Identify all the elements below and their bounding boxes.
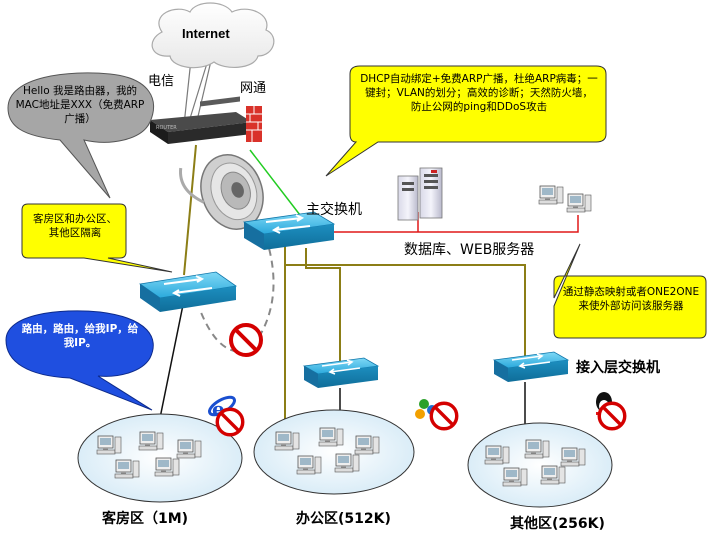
- server-icon: [397, 167, 443, 221]
- netcom-label: 网通: [240, 81, 266, 96]
- router-callout-shape: [7, 72, 155, 199]
- dhcp-callout-shape: [325, 65, 607, 177]
- access-switch-other-icon: [492, 351, 570, 382]
- router-icon: ROUTER: [150, 96, 252, 144]
- isolation-callout-text: 客房区和办公区、其他区隔离: [33, 213, 117, 239]
- routing-callout-text: 路由，路由，给我IP，给我IP。: [21, 323, 139, 349]
- access-switch-label: 接入层交换机: [576, 359, 660, 376]
- router-core-link: [249, 149, 301, 216]
- connection-lines: [159, 47, 579, 430]
- zone-other: [467, 422, 613, 508]
- zone-office-label: 办公区(512K): [296, 510, 391, 527]
- core-switch-icon: [242, 211, 336, 250]
- static-mapping-callout-text: 通过静态映射或者ONE2ONE来使外部访问该服务器: [562, 286, 700, 312]
- prohibited-icon: [229, 323, 263, 357]
- zone-other-label: 其他区(256K): [510, 515, 605, 532]
- internet-label: Internet: [182, 26, 230, 41]
- access-switch-office-icon: [302, 357, 380, 388]
- computer-icon: [538, 185, 592, 213]
- prohibited-icon: [429, 401, 459, 431]
- zone-office: [253, 409, 415, 495]
- zone-switch-icon: [138, 271, 238, 312]
- core-server-link: [320, 215, 579, 233]
- routing-callout-shape: [5, 310, 154, 411]
- dhcp-callout-text: DHCP自动绑定+免费ARP广播，杜绝ARP病毒；一键封；VLAN的划分；高效的…: [360, 73, 598, 113]
- prohibited-icon: [597, 401, 627, 431]
- isolation-callout-shape: [21, 203, 173, 273]
- core-switch-label: 主交换机: [306, 201, 362, 218]
- zone-guest-label: 客房区（1M): [101, 510, 188, 527]
- router-left-switch-link: [183, 144, 197, 276]
- router-callout-text: Hello 我是路由器，我的MAC地址是XXX（免费ARP广播）: [15, 85, 145, 125]
- core-access-links: [284, 240, 526, 360]
- cloud-icon: [151, 2, 275, 69]
- svg-text:ROUTER: ROUTER: [156, 125, 177, 131]
- prohibited-icon: [215, 407, 245, 437]
- telecom-label: 电信: [148, 74, 174, 89]
- firewall-icon: [246, 106, 262, 142]
- static-mapping-callout-shape: [553, 243, 707, 339]
- satellite-dish-icon: [179, 154, 264, 230]
- zone-guest: [77, 413, 243, 503]
- db-web-label: 数据库、WEB服务器: [404, 242, 534, 258]
